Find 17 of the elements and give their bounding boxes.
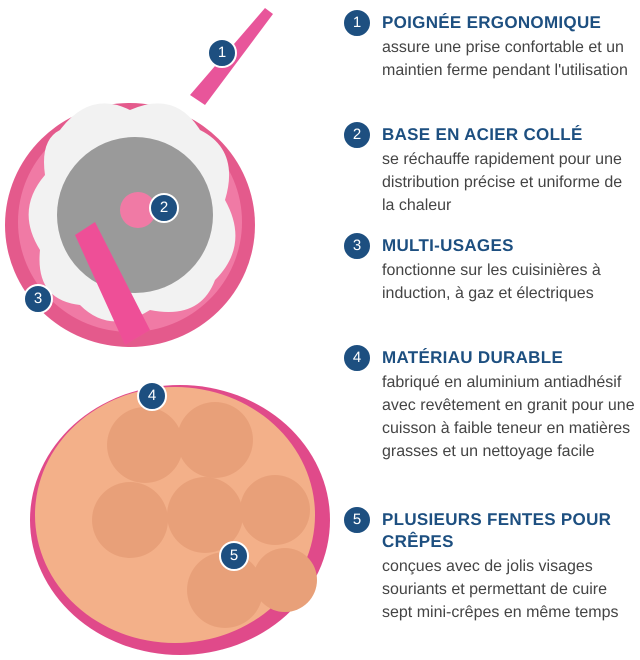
- feature-heading: POIGNÉE ERGONOMIQUE: [382, 12, 602, 34]
- callout-number: 1: [207, 38, 237, 68]
- feature-description: fabriqué en aluminium antiadhésif avec revêtement en granit pour une cuisson à faible teneur en matières grasses et un nettoyage facile: [382, 373, 636, 462]
- feature-heading: BASE EN ACIER COLLÉ: [382, 124, 584, 146]
- callout-number: 4: [342, 343, 372, 373]
- callout-number: 5: [342, 505, 372, 535]
- callout-number: 3: [342, 231, 372, 261]
- feature-description: se réchauffe rapidement pour une distribution précise et uniforme de la chaleur: [382, 150, 624, 216]
- feature-description: assure une prise confortable et un maintien ferme pendant l'utilisation: [382, 38, 629, 81]
- feature-heading: MATÉRIAU DURABLE: [382, 347, 564, 369]
- callout-number: 2: [342, 120, 372, 150]
- feature-heading: MULTI-USAGES: [382, 235, 515, 257]
- feature-heading: PLUSIEURS FENTES POUR CRÊPES: [382, 509, 612, 553]
- callout-number: 4: [137, 381, 167, 411]
- feature-description: conçues avec de jolis visages souriants et permettant de cuire sept mini-crêpes en même temps: [382, 557, 620, 623]
- feature-description: fonctionne sur les cuisinières à induction, à gaz et électriques: [382, 261, 602, 304]
- callout-number: 1: [342, 8, 372, 38]
